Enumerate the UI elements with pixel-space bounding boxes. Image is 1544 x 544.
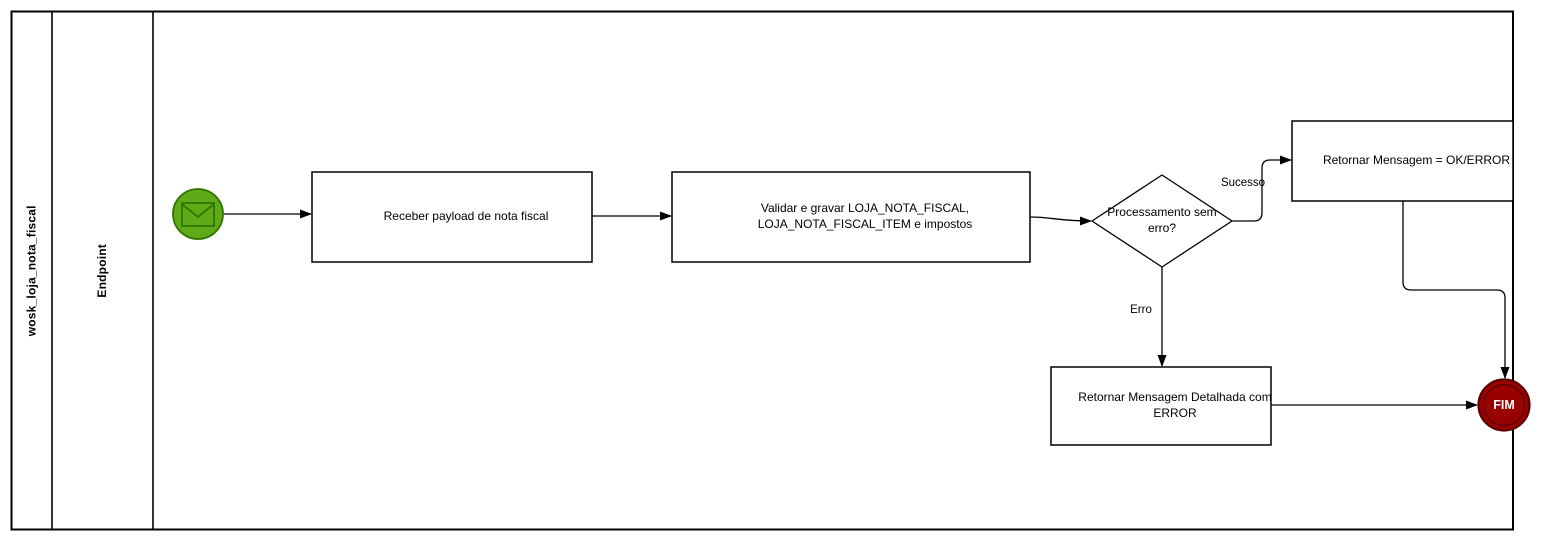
task-retornar-erro-box xyxy=(1050,366,1272,446)
message-envelope-flap xyxy=(181,203,215,219)
gateway-diamond xyxy=(1090,174,1234,268)
end-event-circle xyxy=(1477,378,1531,432)
edge-retornar-ok-to-end xyxy=(1402,201,1510,379)
edge-gateway-success xyxy=(1232,155,1292,222)
task-retornar-ok-box xyxy=(1291,120,1514,202)
edge-validar-to-gateway xyxy=(1029,216,1092,226)
start-event-circle xyxy=(172,188,224,240)
message-envelope-icon xyxy=(181,202,215,227)
task-validar-gravar-box xyxy=(671,171,1031,263)
task-receber-payload-box xyxy=(311,171,593,263)
end-event-inner-ring xyxy=(1482,383,1526,427)
pool-border xyxy=(10,10,1514,531)
